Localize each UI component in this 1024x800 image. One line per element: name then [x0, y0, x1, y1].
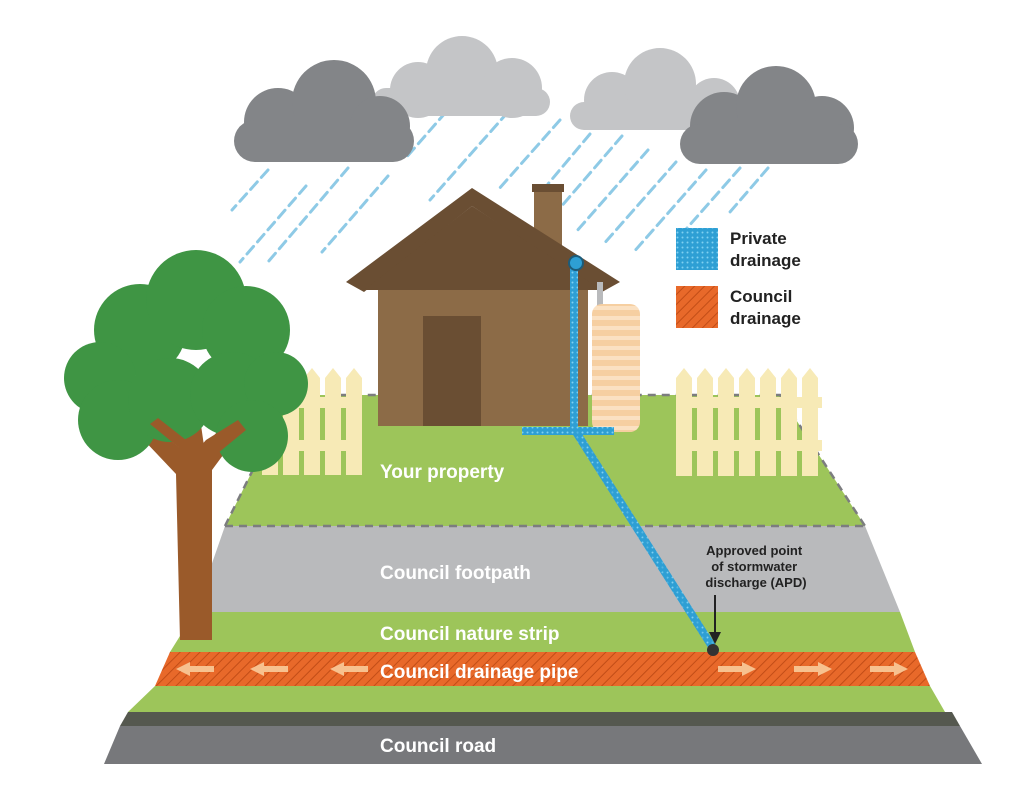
nature-strip-lower [128, 686, 945, 712]
tree [64, 250, 308, 640]
apd-arrow-head-icon [709, 632, 721, 644]
legend-private-swatch [676, 228, 718, 270]
council-drainage-pipe-band [155, 652, 930, 686]
tree-branch-left [150, 418, 186, 450]
fence-right [676, 368, 822, 476]
road-edge-strip [120, 712, 960, 726]
label-your-property: Your property [380, 462, 505, 483]
legend-private-label: Private drainage [730, 229, 801, 270]
roof-fill [364, 206, 602, 290]
cloud-dark-left [234, 60, 414, 162]
roof [346, 188, 620, 292]
apd-marker: Approved point of stormwater discharge (… [705, 543, 807, 656]
label-council-nature-strip: Council nature strip [380, 624, 559, 645]
council-nature-strip [170, 612, 915, 652]
tree-foliage [64, 250, 308, 472]
tree-trunk [140, 390, 246, 640]
arrow-right-icon [718, 662, 756, 676]
apd-point [707, 644, 719, 656]
gutter-outlet [568, 255, 584, 271]
council-road [104, 726, 982, 764]
cloud-light-left [372, 36, 550, 118]
apd-note-line-1: Approved point [706, 543, 803, 558]
private-drainage-pipes [522, 255, 717, 651]
apd-note-line-2: of stormwater [711, 559, 797, 574]
legend-council-swatch [676, 286, 718, 328]
apd-note: Approved point of stormwater discharge (… [705, 543, 806, 590]
arrow-right-icon [870, 662, 908, 676]
arrow-left-icon [250, 662, 288, 676]
arrow-right-icon [794, 662, 832, 676]
rainwater-tank [592, 304, 640, 432]
label-council-drainage-pipe: Council drainage pipe [380, 662, 578, 683]
tree-branches [176, 420, 246, 474]
rain-streaks [230, 110, 770, 264]
pipe-flow-arrows [176, 662, 908, 676]
downpipe-side [597, 282, 603, 308]
cloud-dark-right [680, 66, 858, 164]
legend: Private drainage Council drainage [676, 228, 801, 328]
apd-note-line-3: discharge (APD) [705, 575, 806, 590]
house [346, 184, 620, 426]
chimney-cap [532, 184, 564, 192]
legend-council-label: Council drainage [730, 287, 801, 328]
ground-layers [104, 393, 982, 764]
house-wall [378, 280, 588, 426]
arrow-left-icon [330, 662, 368, 676]
zone-labels: Your property Council footpath Council n… [380, 462, 578, 757]
label-council-footpath: Council footpath [380, 563, 531, 584]
council-footpath [195, 526, 900, 612]
arrow-left-icon [176, 662, 214, 676]
label-council-road: Council road [380, 736, 496, 757]
house-door [423, 316, 481, 426]
